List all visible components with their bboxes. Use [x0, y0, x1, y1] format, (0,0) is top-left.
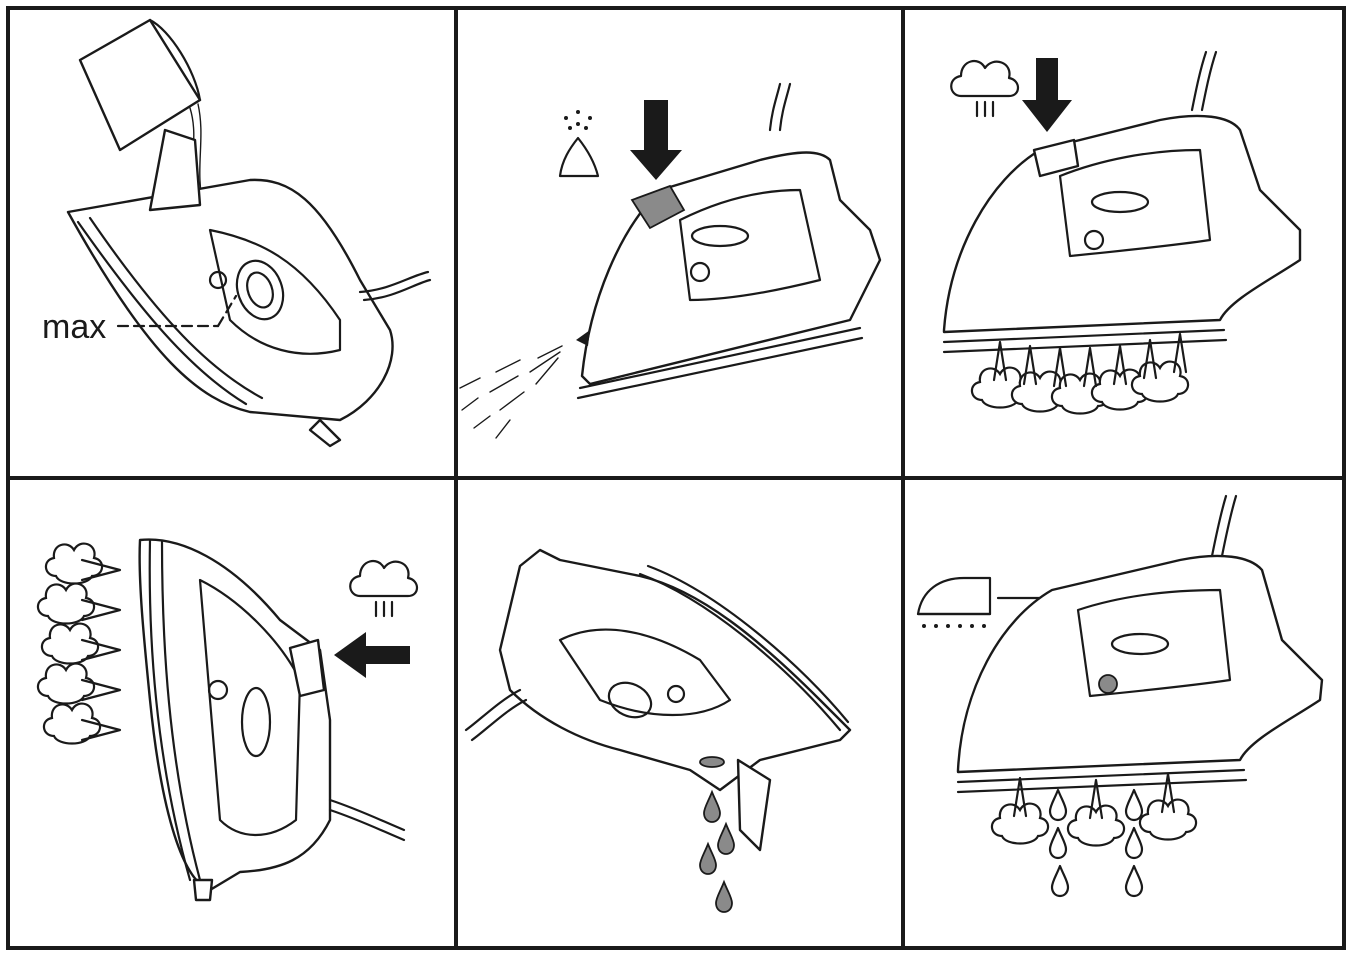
panel-fill-water: max: [42, 18, 432, 448]
iron-upside-icon: [464, 548, 852, 852]
panel-vertical-steam: [36, 538, 419, 902]
iron-clean-icon: [956, 494, 1324, 794]
iron-tilted-icon: [66, 128, 432, 448]
down-arrow-icon: [630, 100, 682, 180]
panel-self-clean: [916, 494, 1324, 898]
steam-clouds: [36, 542, 122, 745]
max-indicator: max: [42, 294, 238, 346]
spray-mist-icon: [459, 330, 590, 439]
steam-and-drops: [990, 772, 1198, 898]
iron-steam-icon: [942, 50, 1302, 354]
iron-spray-icon: [576, 82, 882, 400]
spray-icon: [558, 110, 600, 178]
steam-burst-icon: [950, 59, 1020, 118]
panel-drip: [464, 548, 852, 913]
left-arrow-icon: [334, 632, 410, 678]
iron-vertical-icon: [138, 538, 406, 902]
max-label: max: [42, 308, 106, 346]
water-drops-icon: [699, 791, 735, 913]
steam-burst-icon: [349, 559, 419, 618]
panel-grid: [6, 6, 1346, 950]
panel-spray: [459, 82, 882, 439]
down-arrow-icon: [1022, 58, 1072, 132]
panel-steam-burst: [942, 50, 1302, 415]
